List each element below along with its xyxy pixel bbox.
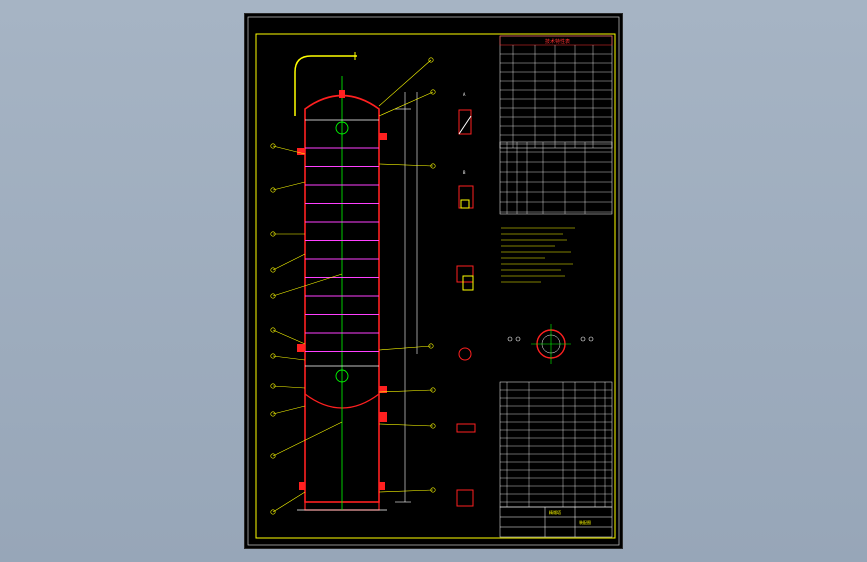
title-block-name: 精馏塔 — [549, 509, 561, 515]
spec-table-title: 技术特性表 — [545, 38, 570, 45]
column-vessel — [294, 52, 387, 511]
leader-line — [378, 59, 432, 107]
leader-line — [272, 385, 306, 389]
leader-balloon — [270, 143, 276, 149]
technical-spec-table — [499, 35, 613, 149]
leader-line — [378, 345, 432, 351]
inner-frame — [255, 33, 616, 539]
base-ring-plan-view — [507, 324, 594, 364]
leader-line — [272, 145, 306, 155]
leader-balloon — [430, 387, 436, 393]
technical-notes — [501, 227, 575, 283]
leader-line — [272, 421, 343, 457]
parts-list-table — [499, 381, 613, 508]
leader-line — [272, 405, 306, 415]
leader-line — [378, 91, 434, 117]
leader-line — [272, 181, 306, 191]
leader-line — [378, 163, 434, 167]
leader-balloon — [270, 267, 276, 273]
leader-balloon — [430, 423, 436, 429]
leader-lines — [270, 57, 436, 515]
leader-line — [378, 389, 434, 393]
leader-line — [272, 253, 306, 271]
column-shell — [304, 94, 380, 503]
detail-mark-b: B — [463, 170, 466, 175]
leader-line — [272, 355, 306, 361]
tray-group — [305, 147, 379, 352]
leader-balloon — [270, 231, 276, 237]
leader-line — [378, 489, 434, 493]
outer-frame — [247, 16, 620, 546]
leader-line — [272, 329, 306, 345]
leader-balloon — [270, 353, 276, 359]
title-block-sub: 装配图 — [579, 519, 591, 525]
leader-line — [272, 491, 306, 513]
leader-balloon — [270, 187, 276, 193]
leader-balloon — [270, 327, 276, 333]
overhead-pipe — [294, 55, 357, 116]
cad-drawing: A B 技术特性表 — [247, 16, 620, 546]
vertical-dimension — [395, 92, 418, 503]
leader-balloon — [430, 163, 436, 169]
title-block — [499, 506, 613, 538]
leader-balloon — [430, 487, 436, 493]
detail-views — [456, 109, 476, 507]
drawing-sheet[interactable]: A B 技术特性表 — [244, 13, 623, 549]
leader-balloon — [270, 411, 276, 417]
leader-balloon — [270, 453, 276, 459]
leader-balloon — [270, 293, 276, 299]
leader-balloon — [428, 343, 434, 349]
nozzle-table — [499, 141, 613, 215]
leader-balloon — [428, 57, 434, 63]
leader-balloon — [270, 509, 276, 515]
leader-balloon — [270, 383, 276, 389]
leader-line — [378, 423, 434, 427]
top-manhole — [335, 121, 349, 135]
bottom-manhole — [335, 369, 349, 383]
leader-line — [272, 273, 343, 297]
detail-mark-a: A — [463, 92, 466, 97]
leader-balloon — [430, 89, 436, 95]
